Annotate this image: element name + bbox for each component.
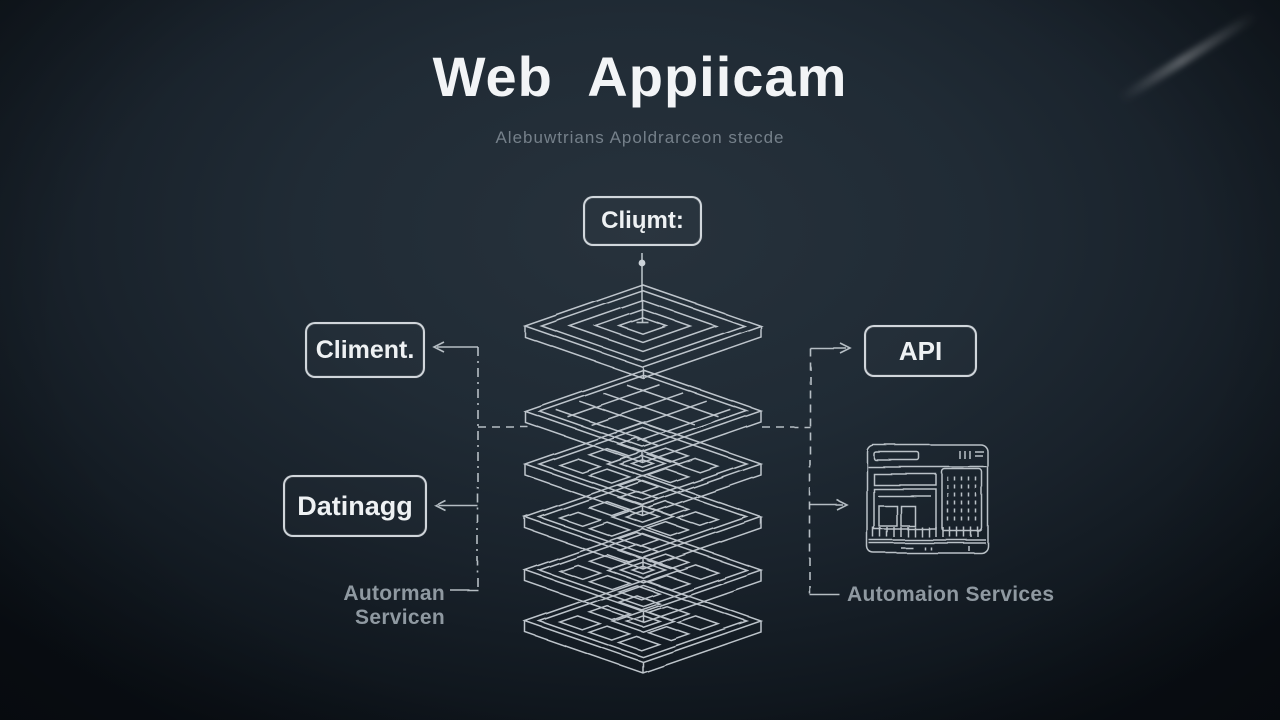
stack-stroke bbox=[587, 500, 632, 517]
stack-stroke bbox=[522, 284, 764, 368]
stack-stroke bbox=[626, 384, 719, 418]
stack-stroke bbox=[567, 299, 719, 353]
stack-stroke bbox=[618, 455, 668, 473]
stack-stroke bbox=[618, 561, 668, 579]
browser-titlebar-glyphs bbox=[959, 451, 971, 459]
node-client-top: Cliųmt: bbox=[583, 196, 702, 246]
arrowhead-right-api bbox=[839, 342, 852, 354]
stack-stroke bbox=[590, 392, 684, 426]
stack-stroke bbox=[646, 553, 691, 570]
stack-stroke bbox=[630, 459, 656, 469]
stack-stroke bbox=[555, 408, 648, 443]
stack-stroke bbox=[536, 533, 750, 607]
page-title: Web Appiicam bbox=[432, 45, 848, 108]
browser-left-panel bbox=[873, 488, 937, 530]
stack-stroke bbox=[536, 584, 750, 658]
stack-stroke bbox=[605, 556, 681, 584]
stack-stroke bbox=[536, 480, 750, 554]
stack-stroke bbox=[638, 408, 731, 443]
browser-right-panel bbox=[941, 468, 983, 532]
browser-frame bbox=[866, 444, 989, 554]
stack-stroke bbox=[536, 427, 750, 501]
browser-left-header bbox=[873, 473, 937, 486]
stack-stroke bbox=[610, 609, 676, 633]
stack-stroke bbox=[675, 511, 721, 527]
node-api-label: API bbox=[898, 335, 943, 366]
stack-stroke bbox=[646, 625, 691, 641]
stack-stroke bbox=[646, 521, 691, 537]
stack-stroke bbox=[630, 565, 656, 575]
browser-bottom-divider bbox=[869, 539, 986, 544]
page-subtitle: Alebuwtrians Apoldrarceon stecde bbox=[495, 128, 785, 147]
stack-stroke bbox=[617, 317, 669, 335]
caption-automation-left: Autorman Servicen bbox=[343, 582, 445, 629]
stack-stroke bbox=[587, 468, 632, 484]
stack-stroke bbox=[616, 478, 662, 495]
stack-stroke bbox=[557, 458, 603, 474]
browser-titlebar-bars bbox=[975, 451, 984, 457]
node-client-left-label: Climent. bbox=[315, 335, 415, 364]
node-client-left: Climent. bbox=[305, 322, 425, 378]
stack-stroke bbox=[646, 447, 691, 464]
stack-stroke bbox=[593, 308, 693, 344]
arrowhead-left-data bbox=[434, 500, 447, 512]
stack-stroke bbox=[602, 392, 696, 426]
stack-stroke bbox=[557, 511, 603, 527]
stack-stroke bbox=[646, 500, 691, 517]
stack-stroke bbox=[646, 468, 691, 484]
stack-stroke bbox=[587, 521, 632, 537]
node-database-left: Datinagg bbox=[283, 475, 427, 537]
stack-stroke bbox=[675, 564, 721, 580]
stack-stroke bbox=[587, 625, 632, 641]
node-api: API bbox=[864, 325, 977, 377]
layer-stack-icon bbox=[522, 284, 764, 674]
stack-stroke bbox=[587, 604, 632, 621]
browser-right-columns bbox=[947, 477, 977, 523]
stack-stroke bbox=[616, 490, 662, 507]
stack-stroke bbox=[539, 289, 747, 363]
stack-stroke bbox=[587, 574, 632, 590]
node-database-left-label: Datinagg bbox=[297, 490, 413, 521]
caption-automation-right: Automaion Services bbox=[847, 583, 1055, 606]
browser-footer-glyphs bbox=[901, 546, 970, 551]
browser-address-bar bbox=[873, 451, 920, 461]
stack-stroke bbox=[624, 510, 662, 524]
arrowhead-left-client bbox=[432, 341, 445, 353]
arrowhead-right-icon bbox=[836, 499, 849, 511]
stack-stroke bbox=[567, 384, 660, 418]
stack-stroke bbox=[646, 574, 691, 590]
stack-stroke bbox=[675, 615, 721, 631]
stack-stroke bbox=[536, 374, 750, 448]
stack-stroke bbox=[557, 564, 603, 580]
browser-comb-row bbox=[872, 527, 979, 537]
stack-stroke bbox=[616, 584, 662, 601]
browser-window-icon bbox=[866, 444, 989, 554]
stack-stroke bbox=[616, 594, 662, 611]
stack-stroke bbox=[624, 614, 662, 628]
stack-stroke bbox=[675, 458, 721, 474]
browser-left-box-1 bbox=[878, 505, 898, 527]
node-client-top-label: Cliųmt: bbox=[601, 207, 684, 234]
stack-stroke bbox=[616, 635, 662, 652]
stack-stroke bbox=[616, 531, 662, 548]
browser-left-box-2 bbox=[900, 505, 916, 527]
stack-stroke bbox=[610, 505, 676, 529]
pin-dot bbox=[638, 259, 646, 267]
stack-stroke bbox=[557, 615, 603, 631]
